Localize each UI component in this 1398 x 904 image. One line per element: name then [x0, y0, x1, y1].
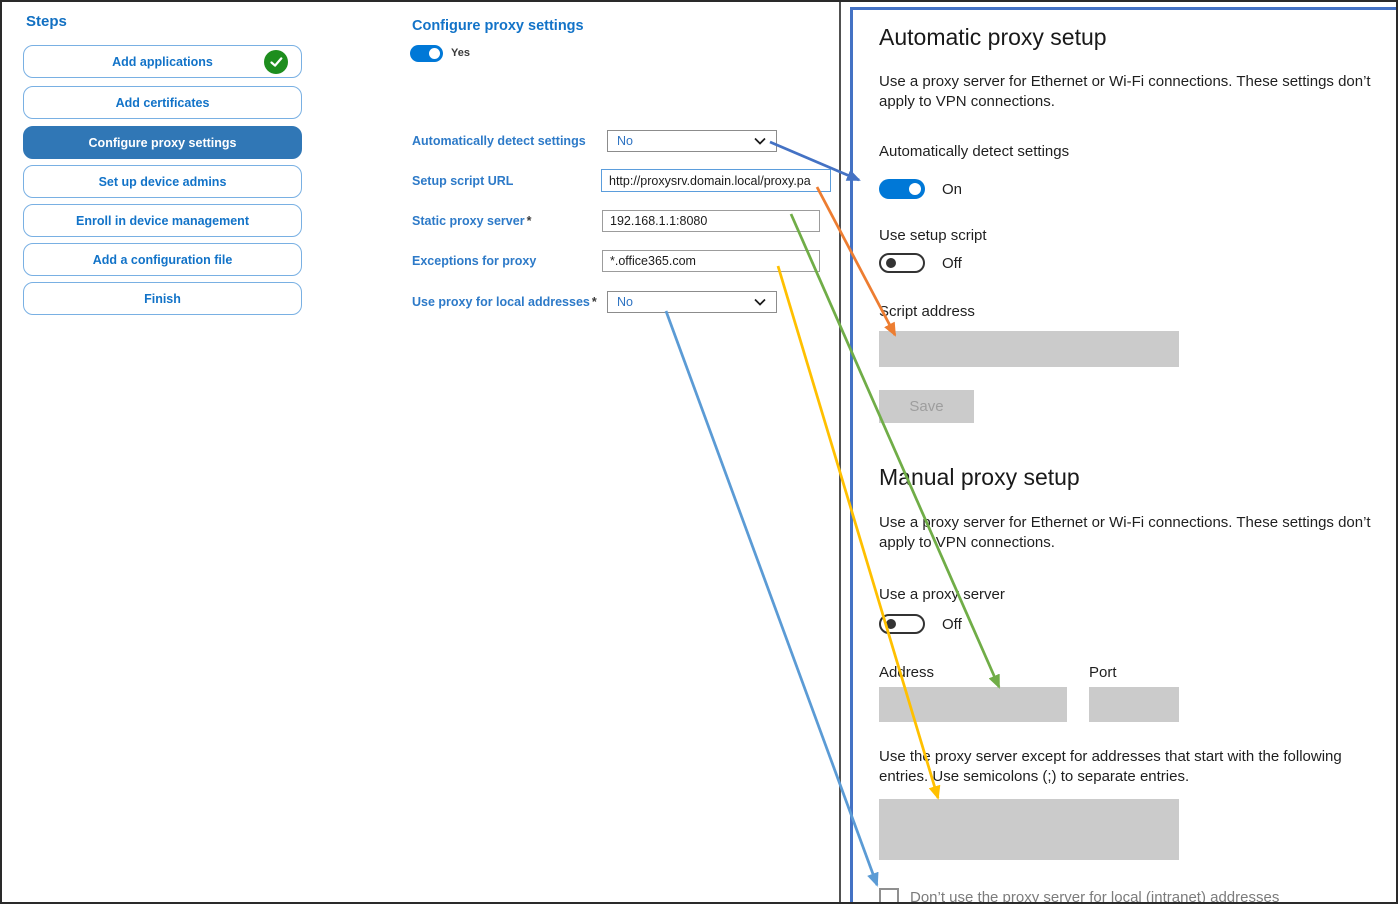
step-add-a-configuration-file[interactable]: Add a configuration file — [23, 243, 302, 276]
step-label: Add certificates — [115, 95, 210, 110]
setup-script-url-input[interactable]: http://proxysrv.domain.local/proxy.pa — [601, 169, 831, 192]
detect-settings-toggle[interactable] — [879, 179, 925, 199]
script-address-input[interactable] — [879, 331, 1179, 367]
chevron-down-icon — [754, 298, 766, 306]
step-label: Configure proxy settings — [88, 135, 237, 150]
detect-settings-state: On — [942, 181, 963, 198]
automatic-proxy-description: Use a proxy server for Ethernet or Wi-Fi… — [879, 73, 1371, 110]
address-input[interactable] — [879, 687, 1067, 722]
input-value: http://proxysrv.domain.local/proxy.pa — [609, 173, 811, 188]
local-addresses-checkbox-label: Don’t use the proxy server for local (in… — [910, 889, 1280, 904]
chevron-down-icon — [754, 137, 766, 145]
port-input[interactable] — [1089, 687, 1179, 722]
toggle-knob — [886, 619, 896, 629]
use-setup-script-state: Off — [942, 255, 962, 272]
proxy-exceptions-text: Use the proxy server except for addresse… — [879, 748, 1342, 785]
step-label: Add applications — [112, 54, 213, 69]
step-add-applications[interactable]: Add applications — [23, 45, 302, 78]
input-value: *.office365.com — [610, 254, 696, 268]
step-configure-proxy-settings[interactable]: Configure proxy settings — [23, 126, 302, 159]
exceptions-for-proxy-input[interactable]: *.office365.com — [602, 250, 820, 272]
step-label: Finish — [144, 291, 181, 306]
configure-proxy-toggle[interactable] — [410, 45, 443, 62]
static-proxy-server-input[interactable]: 192.168.1.1:8080 — [602, 210, 820, 232]
address-label: Address — [879, 664, 935, 681]
select-value: No — [617, 295, 633, 309]
port-label: Port — [1089, 664, 1117, 681]
detect-settings-label: Automatically detect settings — [879, 143, 1070, 160]
step-enroll-in-device-management[interactable]: Enroll in device management — [23, 204, 302, 237]
step-label: Add a configuration file — [92, 252, 233, 267]
use-proxy-for-local-addresses-select[interactable]: No — [607, 291, 777, 313]
use-proxy-server-toggle[interactable] — [879, 614, 925, 634]
page-title: Configure proxy settings — [412, 18, 584, 34]
pane-divider — [839, 2, 841, 902]
field-label-use-proxy-for-local-addresses: Use proxy for local addresses* — [412, 295, 597, 309]
local-addresses-checkbox[interactable] — [879, 888, 899, 902]
manual-proxy-setup-heading: Manual proxy setup — [879, 464, 1080, 490]
step-set-up-device-admins[interactable]: Set up device admins — [23, 165, 302, 198]
automatically-detect-settings-select[interactable]: No — [607, 130, 777, 152]
step-add-certificates[interactable]: Add certificates — [23, 86, 302, 119]
input-value: 192.168.1.1:8080 — [610, 214, 708, 228]
step-label: Enroll in device management — [76, 213, 249, 228]
use-proxy-server-state: Off — [942, 616, 962, 633]
field-label-static-proxy-server: Static proxy server* — [412, 214, 532, 228]
field-label-setup-script-url: Setup script URL — [412, 174, 514, 188]
step-label: Set up device admins — [98, 174, 227, 189]
proxy-exceptions-input[interactable] — [879, 799, 1179, 860]
steps-title: Steps — [26, 13, 67, 30]
field-label-automatically-detect-settings: Automatically detect settings — [412, 134, 586, 148]
check-circle-icon — [264, 50, 288, 74]
script-address-label: Script address — [879, 303, 975, 320]
arrow-local-addresses — [664, 310, 879, 887]
step-finish[interactable]: Finish — [23, 282, 302, 315]
use-proxy-server-label: Use a proxy server — [879, 586, 1005, 603]
manual-proxy-description: Use a proxy server for Ethernet or Wi-Fi… — [879, 514, 1371, 551]
toggle-state-label: Yes — [451, 47, 470, 59]
automatic-proxy-setup-heading: Automatic proxy setup — [879, 24, 1107, 50]
use-setup-script-label: Use setup script — [879, 227, 987, 244]
toggle-knob — [429, 48, 440, 59]
toggle-knob — [886, 258, 896, 268]
toggle-knob — [909, 183, 921, 195]
field-label-exceptions-for-proxy: Exceptions for proxy — [412, 254, 537, 268]
use-setup-script-toggle[interactable] — [879, 253, 925, 273]
save-button[interactable]: Save — [879, 390, 974, 423]
select-value: No — [617, 134, 633, 148]
